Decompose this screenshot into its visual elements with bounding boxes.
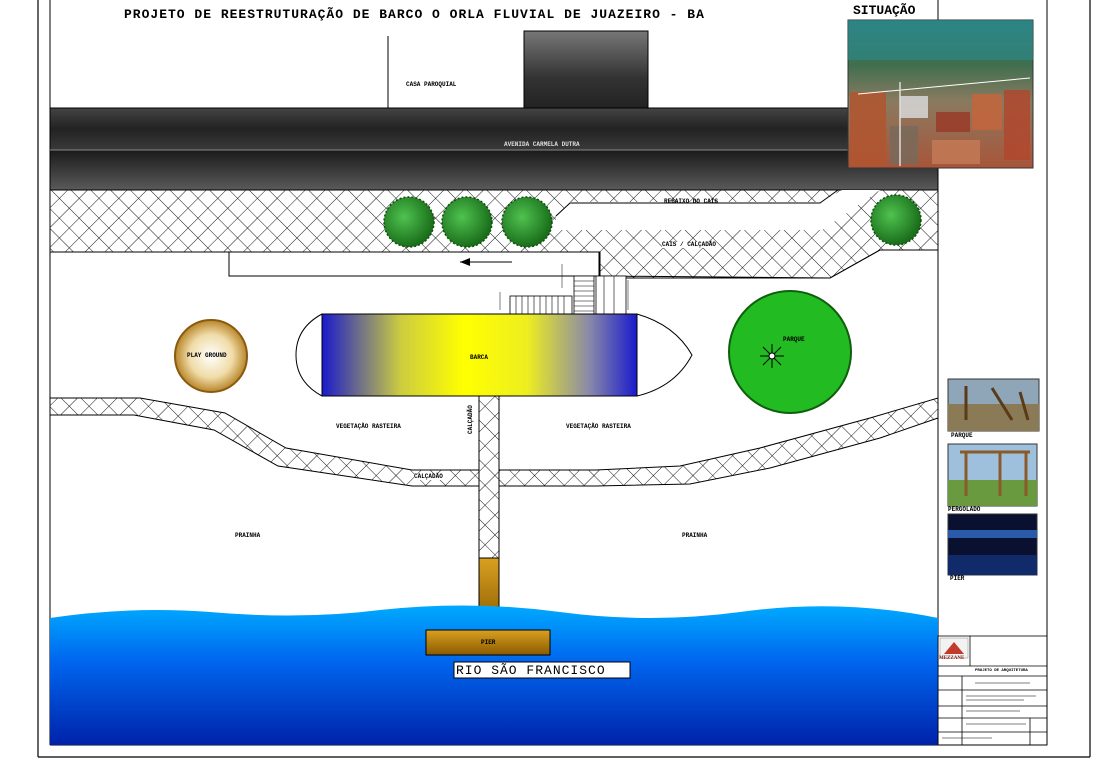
trees bbox=[383, 194, 922, 248]
label-vegetacao-right: VEGETAÇÃO RASTEIRA bbox=[566, 423, 631, 430]
parque-area bbox=[728, 290, 852, 414]
pier-deck bbox=[425, 629, 551, 656]
label-vegetacao-left: VEGETAÇÃO RASTEIRA bbox=[336, 423, 401, 430]
label-pier: PIER bbox=[481, 639, 496, 646]
label-barca: BARCA bbox=[470, 354, 489, 361]
label-parque: PARQUE bbox=[783, 336, 805, 343]
stairs bbox=[499, 264, 629, 319]
play-ground bbox=[174, 319, 248, 393]
label-rio: RIO SÃO FRANCISCO bbox=[456, 663, 606, 678]
situation-label: SITUAÇÃO bbox=[853, 3, 916, 18]
label-casa-paroquial: CASA PAROQUIAL bbox=[406, 81, 457, 88]
label-cais: CAIS / CALÇADÃO bbox=[662, 241, 717, 248]
caption-pergolado: PERGOLADO bbox=[948, 506, 981, 513]
label-calcadao-vertical: CALÇADÃO bbox=[467, 405, 474, 434]
label-prainha-right: PRAINHA bbox=[682, 532, 708, 539]
title-block bbox=[937, 635, 1048, 746]
label-prainha-left: PRAINHA bbox=[235, 532, 261, 539]
title-block-logo: MEZZANE bbox=[939, 656, 965, 661]
barca bbox=[321, 313, 638, 397]
label-avenida: AVENIDA CARMELA DUTRA bbox=[504, 141, 580, 148]
label-play-ground: PLAY GROUND bbox=[187, 352, 227, 359]
sheet-title: PROJETO DE REESTRUTURAÇÃO DE BARCO O ORL… bbox=[124, 7, 705, 22]
label-calcadao: CALÇADÃO bbox=[414, 473, 443, 480]
caption-pier: PIER bbox=[950, 575, 965, 582]
title-block-heading: PROJETO DE ARQUITETURA bbox=[975, 669, 1028, 673]
caption-parque: PARQUE bbox=[951, 432, 973, 439]
label-rebaixo: REBAIXO DO CAIS bbox=[664, 198, 719, 205]
parque-star bbox=[760, 344, 784, 368]
